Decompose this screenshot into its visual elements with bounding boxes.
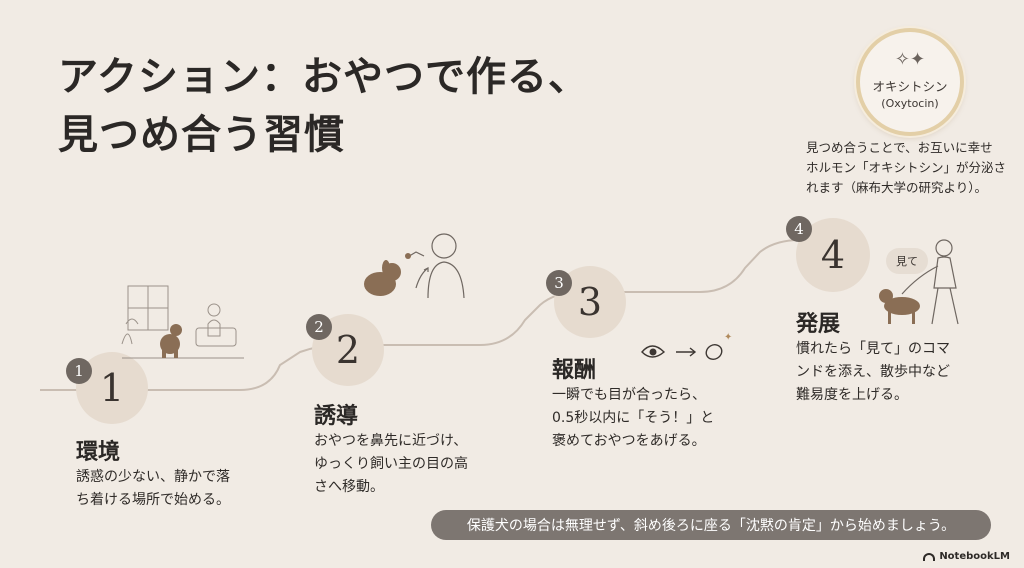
sparkle-icon: ✧✦ [894,49,926,70]
notebooklm-brand: NotebookLM [923,551,1010,562]
step-2-title: 誘導 [314,404,359,429]
eye-arrow-treat-icon: ✦ [641,332,732,360]
title-line-1: アクション：おやつで作る、 [58,54,589,100]
step-3-number: 3 [577,280,603,324]
title-line-2: 見つめ合う習慣 [58,112,345,158]
oxytocin-name-en: (Oxytocin) [881,97,939,110]
brand-label: NotebookLM [939,551,1010,562]
step-2-badge: 2 [306,314,332,340]
svg-text:✦: ✦ [724,332,732,343]
step-3-title: 報酬 [552,358,597,383]
notebooklm-logo-icon [923,552,936,561]
step-3-desc: 一瞬でも目が合ったら、 0.5秒以内に「そう！」と 褒めておやつをあげる。 [552,387,715,449]
step-1-badge: 1 [66,358,92,384]
step-2-number: 2 [335,328,361,372]
oxytocin-note: 見つめ合うことで、お互いに幸せ ホルモン「オキシトシン」が分泌さ れます（麻布大… [806,140,1007,195]
step-4-badge: 4 [786,216,812,242]
page-title: アクション：おやつで作る、 見つめ合う習慣 [58,48,589,164]
step-4-circle: 4 [796,218,870,292]
walking-dog-icon [879,239,959,325]
step-4-title: 発展 [796,312,841,337]
footer-note: 保護犬の場合は無理せず、斜め後ろに座る「沈黙の肯定」から始めましょう。 [431,510,991,540]
speech-bubble: 見て [886,248,928,274]
oxytocin-emblem: ✧✦ オキシトシン (Oxytocin) [856,28,964,136]
treat-to-eye-level-icon [364,233,465,299]
step-4-desc: 慣れたら「見て」のコマ ンドを添え、散歩中など 難易度を上げる。 [796,341,950,403]
step-1-title: 環境 [76,440,121,465]
step-2-desc: おやつを鼻先に近づけ、 ゆっくり飼い主の目の高 さへ移動。 [314,433,468,495]
step-2-circle: 2 [312,314,384,386]
step-1-number: 1 [99,366,125,410]
dog-and-owner-sitting-indoors-icon [121,285,244,359]
step-3-badge: 3 [546,270,572,296]
step-4-number: 4 [820,233,846,277]
step-1-desc: 誘惑の少ない、静かで落 ち着ける場所で始める。 [76,469,230,508]
step-1-circle: 1 [76,352,148,424]
oxytocin-name-ja: オキシトシン [872,79,948,94]
